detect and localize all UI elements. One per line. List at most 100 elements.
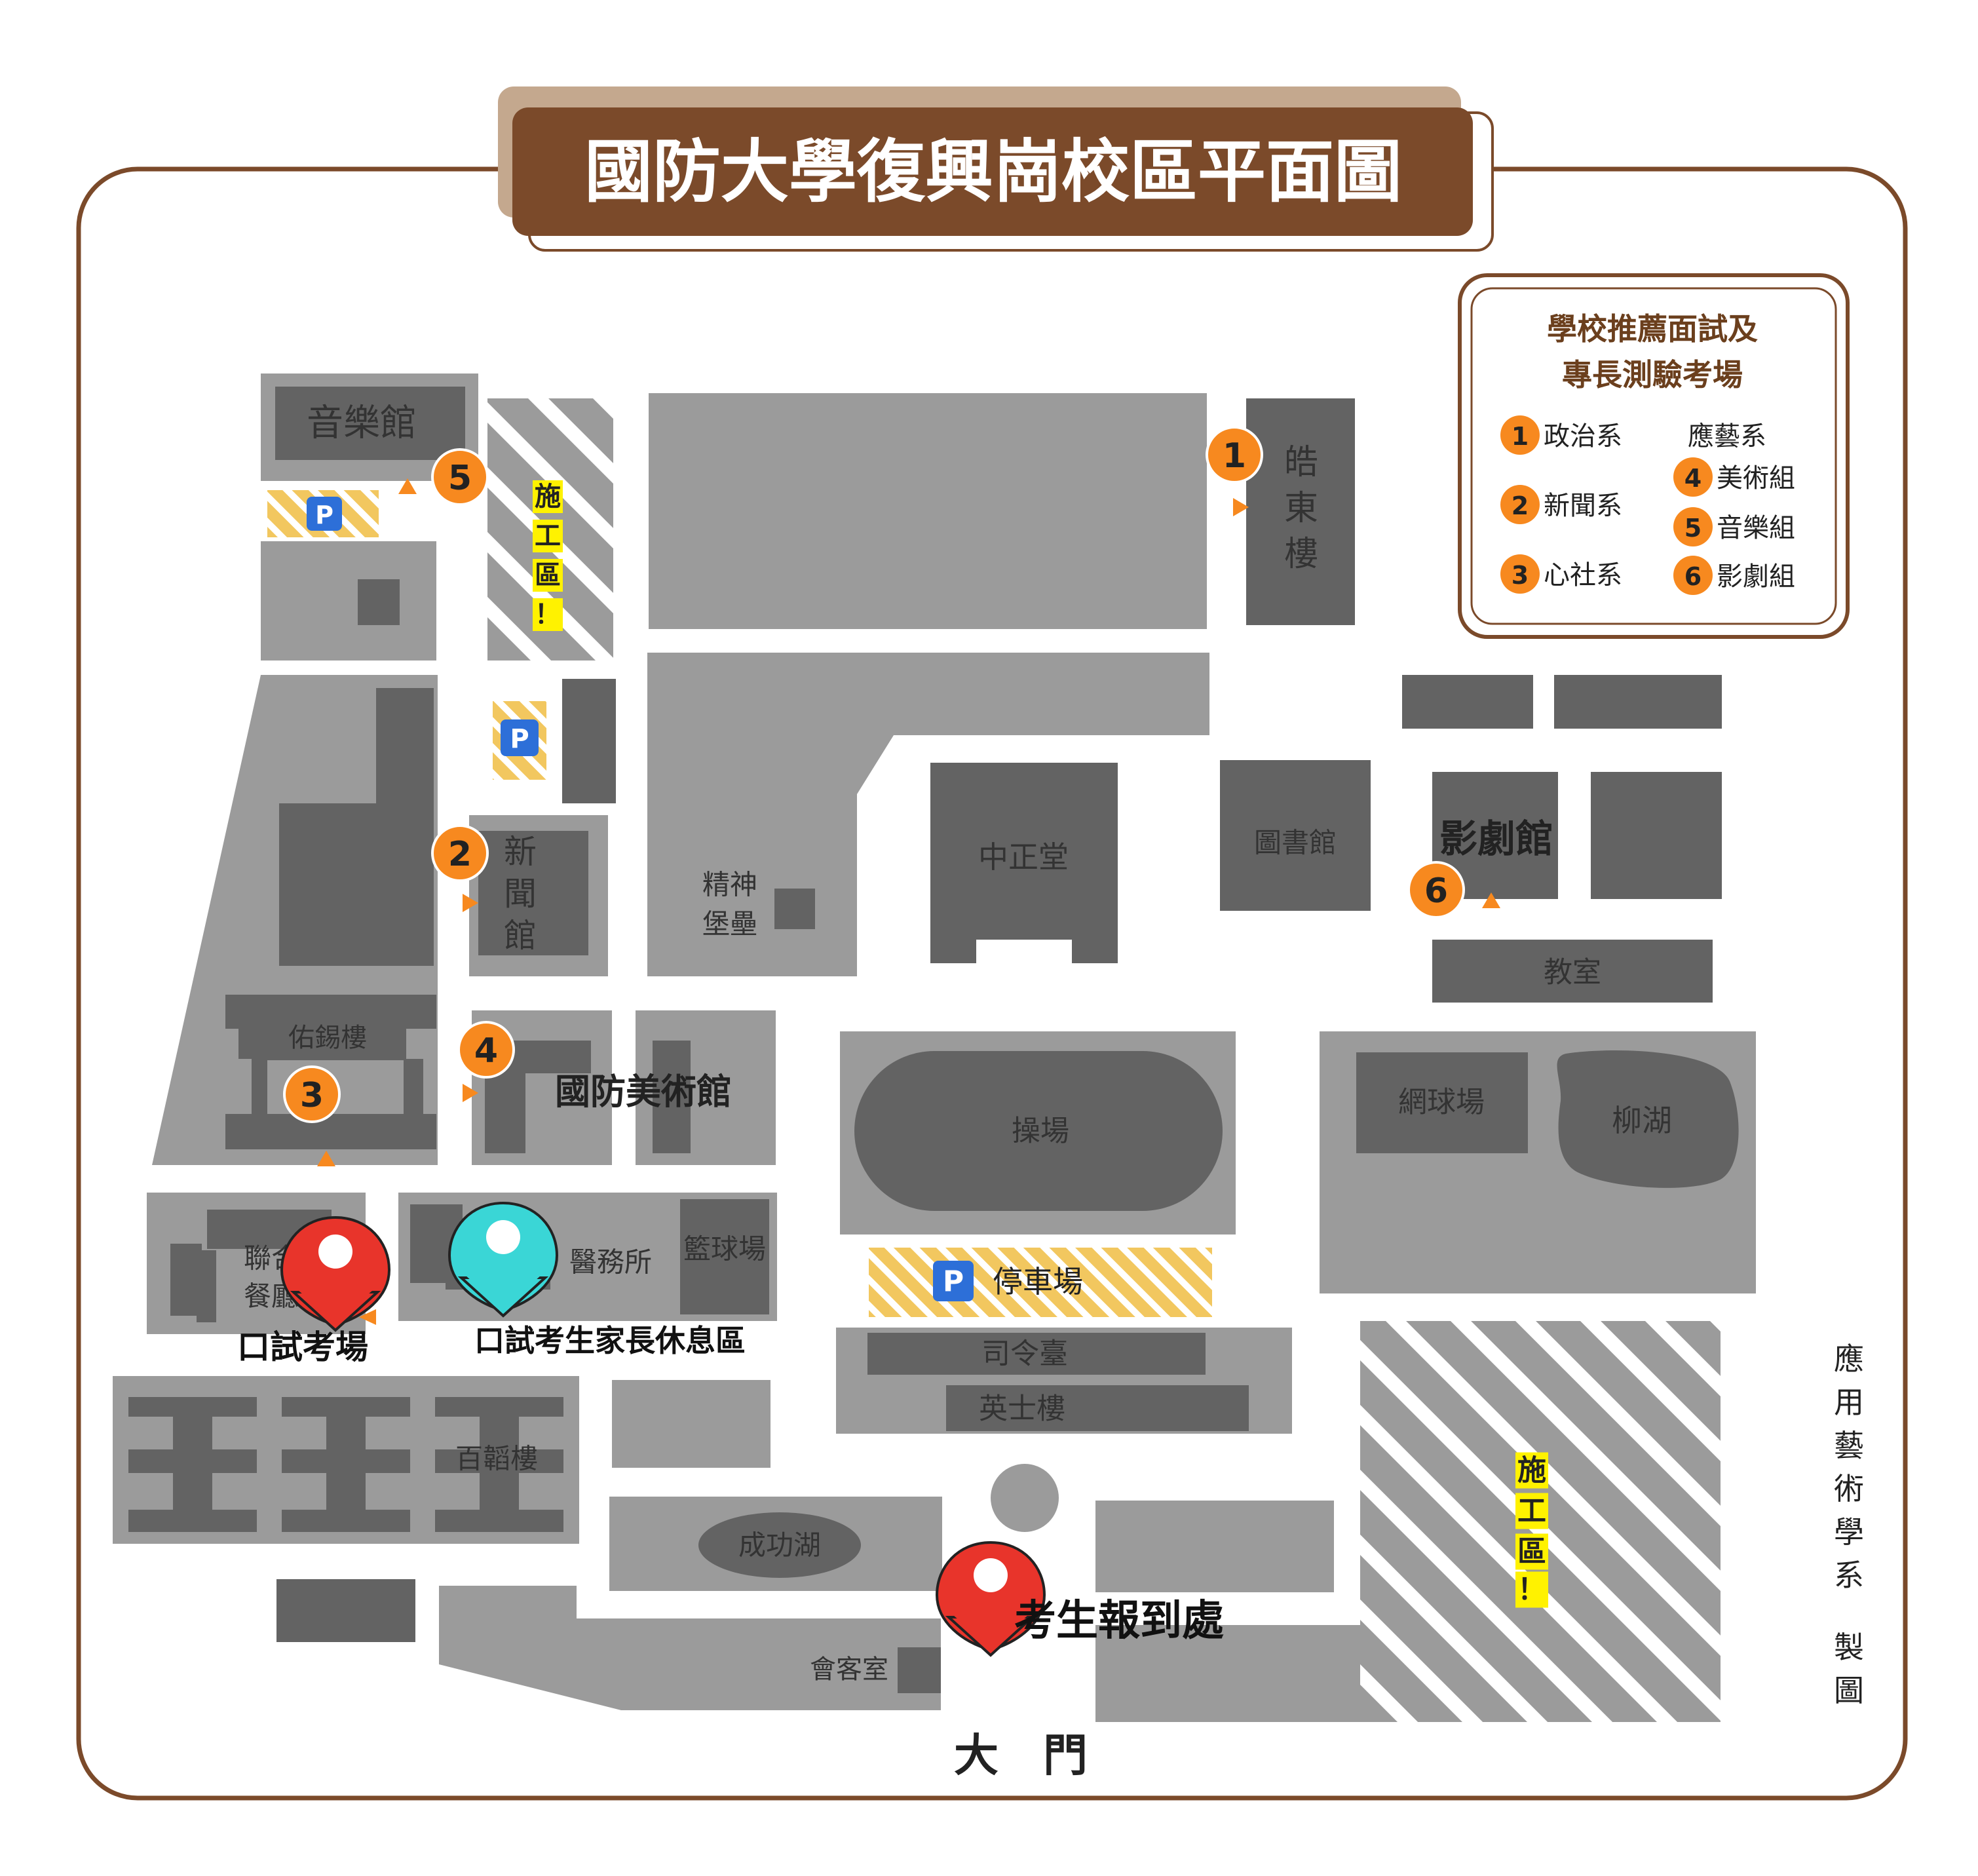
svg-text:圖書館: 圖書館 <box>1254 827 1337 859</box>
parent-rest-label: 口試考生家長休息區 <box>474 1323 746 1358</box>
svg-text:圖: 圖 <box>1834 1673 1864 1708</box>
svg-text:司令臺: 司令臺 <box>981 1337 1068 1371</box>
svg-text:新: 新 <box>504 833 537 871</box>
legend-label-3: 心社系 <box>1544 560 1622 590</box>
svg-text:音樂館: 音樂館 <box>307 402 417 445</box>
chenggong-lake: 成功湖 <box>609 1497 942 1591</box>
svg-text:成功湖: 成功湖 <box>738 1529 821 1561</box>
svg-text:精神: 精神 <box>702 869 757 901</box>
svg-text:區: 區 <box>535 560 561 590</box>
title-banner: 國防大學復興崗校區平面圖 <box>498 86 1494 252</box>
svg-text:！: ！ <box>1517 1573 1546 1607</box>
svg-text:應: 應 <box>1834 1341 1864 1377</box>
legend-num-5: 5 <box>1684 514 1702 543</box>
svg-text:5: 5 <box>448 459 472 498</box>
legend-num-1: 1 <box>1512 422 1529 451</box>
building-top-center <box>649 393 1207 629</box>
music-hall: 音樂館 <box>261 373 478 481</box>
legend-num-2: 2 <box>1512 491 1529 520</box>
playground: 操場 <box>840 1031 1236 1235</box>
svg-text:教室: 教室 <box>1544 956 1601 989</box>
svg-text:網球場: 網球場 <box>1398 1086 1485 1119</box>
marker-3[interactable]: 3 <box>283 1065 341 1166</box>
parking-lot: P 停車場 <box>869 1248 1212 1317</box>
checkin-label: 考生報到處 <box>1014 1597 1224 1645</box>
marker-4[interactable]: 4 <box>457 1021 515 1102</box>
exam-room-label: 口試考場 <box>237 1328 368 1366</box>
legend-applied-arts-header: 應藝系 <box>1688 421 1766 451</box>
svg-text:籃球場: 籃球場 <box>683 1233 766 1265</box>
svg-text:館: 館 <box>504 917 537 955</box>
building-nw <box>261 541 436 660</box>
svg-text:百韜樓: 百韜樓 <box>455 1443 538 1475</box>
spirit-fortress: 精神 堡壘 <box>647 653 1209 976</box>
clinic: 醫務所 籃球場 <box>398 1193 777 1321</box>
map-title: 國防大學復興崗校區平面圖 <box>584 132 1402 212</box>
zhongzheng-hall: 中正堂 <box>930 763 1118 963</box>
legend-label-5: 音樂組 <box>1717 513 1795 543</box>
svg-text:藝: 藝 <box>1834 1428 1864 1463</box>
library: 圖書館 <box>1220 760 1371 911</box>
reception: 會客室 <box>439 1586 941 1710</box>
legend-box: 學校推薦面試及 專長測驗考場 1 政治系 2 新聞系 3 心社系 應藝系 4 美… <box>1458 273 1850 639</box>
legend-num-4: 4 <box>1684 464 1702 493</box>
marker-5[interactable]: 5 <box>398 448 489 506</box>
marker-6[interactable]: 6 <box>1407 861 1500 919</box>
svg-text:聞: 聞 <box>504 875 537 913</box>
svg-text:會客室: 會客室 <box>810 1655 888 1685</box>
parking-music: P <box>267 490 379 537</box>
svg-text:中正堂: 中正堂 <box>978 839 1069 875</box>
svg-text:停車場: 停車場 <box>993 1264 1083 1299</box>
svg-text:2: 2 <box>448 835 472 874</box>
svg-text:施: 施 <box>1517 1454 1546 1487</box>
legend-label-6: 影劇組 <box>1717 562 1795 592</box>
pin-parent-rest[interactable] <box>447 1201 559 1318</box>
svg-text:用: 用 <box>1834 1385 1864 1420</box>
legend-num-6: 6 <box>1684 562 1702 591</box>
svg-text:學: 學 <box>1834 1514 1864 1550</box>
podium-yingshi: 司令臺 英士樓 <box>836 1328 1292 1434</box>
pin-checkin[interactable] <box>935 1541 1046 1657</box>
legend-heading-1: 學校推薦面試及 <box>1547 311 1758 347</box>
svg-text:工: 工 <box>1517 1495 1546 1528</box>
legend-num-3: 3 <box>1512 561 1529 590</box>
svg-text:英士樓: 英士樓 <box>979 1392 1065 1426</box>
svg-text:皓: 皓 <box>1284 443 1318 482</box>
legend-label-2: 新聞系 <box>1544 491 1622 521</box>
svg-text:區: 區 <box>1517 1535 1546 1569</box>
svg-text:術: 術 <box>1834 1471 1864 1506</box>
haodong-building: 皓 東 樓 <box>1246 398 1355 625</box>
joint-restaurant: 聯合 餐廳 <box>147 1193 366 1334</box>
marker-1[interactable]: 1 <box>1206 426 1263 516</box>
svg-text:施: 施 <box>535 482 561 512</box>
parking-middle: P <box>493 701 546 780</box>
svg-text:影劇館: 影劇館 <box>1439 816 1553 861</box>
art-museum: 國防美術館 <box>472 1010 776 1165</box>
theater: 影劇館 <box>1432 772 1722 899</box>
svg-text:工: 工 <box>535 521 561 551</box>
svg-text:國防美術館: 國防美術館 <box>555 1071 732 1113</box>
svg-text:6: 6 <box>1424 871 1448 911</box>
credit: 應 用 藝 術 學 系 製 圖 <box>1834 1341 1864 1708</box>
construction-zone-top: 施 工 區 ！ <box>487 398 613 660</box>
svg-text:1: 1 <box>1223 436 1246 476</box>
marker-2[interactable]: 2 <box>431 824 489 912</box>
svg-text:佑錫樓: 佑錫樓 <box>288 1023 367 1053</box>
svg-text:！: ！ <box>535 600 561 630</box>
svg-text:柳湖: 柳湖 <box>1612 1103 1672 1138</box>
svg-text:製: 製 <box>1834 1630 1864 1665</box>
construction-zone-bottom: 施 工 區 ！ <box>1360 1321 1721 1722</box>
news-hall: 新 聞 館 <box>469 815 608 976</box>
youxi-building: 佑錫樓 <box>225 995 436 1149</box>
svg-text:樓: 樓 <box>1284 535 1318 574</box>
baitao-building: 百韜樓 <box>113 1376 579 1544</box>
svg-text:P: P <box>315 501 333 529</box>
legend-heading-2: 專長測驗考場 <box>1562 357 1743 392</box>
pin-exam-room[interactable] <box>280 1216 391 1332</box>
svg-text:東: 東 <box>1284 489 1318 528</box>
classroom: 教室 <box>1432 940 1713 1003</box>
legend-label-1: 政治系 <box>1544 421 1622 451</box>
willow-lake: 柳湖 <box>1557 1050 1739 1188</box>
svg-text:P: P <box>943 1265 964 1299</box>
